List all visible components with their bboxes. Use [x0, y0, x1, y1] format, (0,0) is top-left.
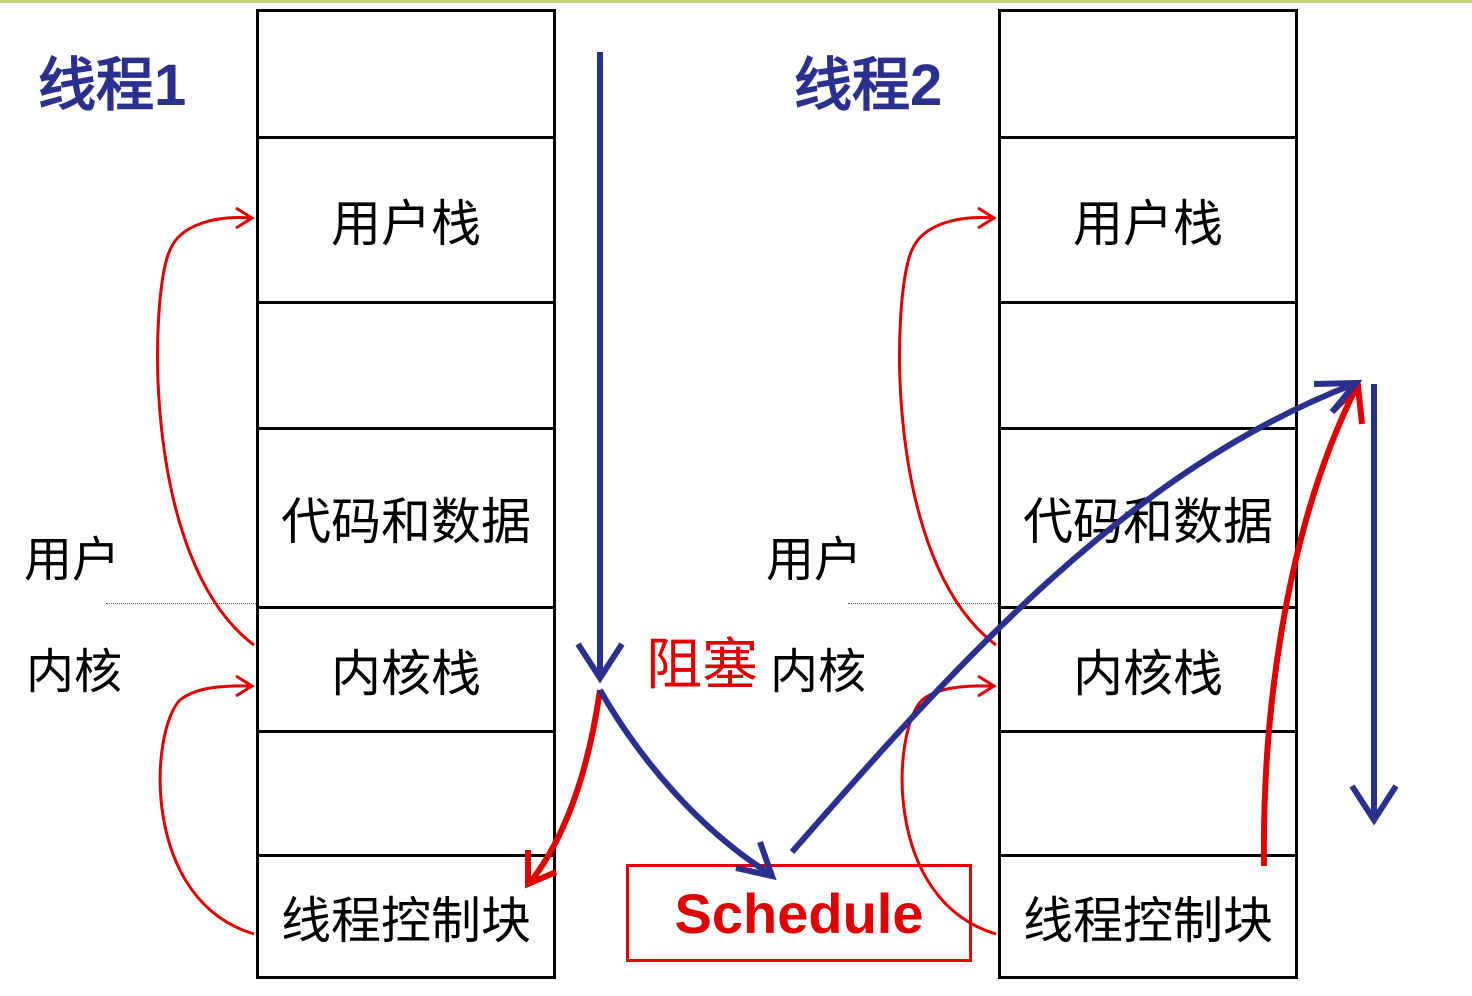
thread1-empty-low	[259, 730, 553, 854]
thread1-user-kernel-divider	[106, 603, 258, 604]
thread2-kernel-to-user-arrowhead	[977, 206, 997, 230]
thread1-title: 线程1	[38, 53, 187, 118]
thread1-user-stack: 用户栈	[259, 136, 553, 301]
thread2-empty-mid	[1001, 301, 1295, 427]
blocked-to-schedule-arrowhead	[735, 841, 777, 881]
thread2-user-label: 用户	[766, 532, 863, 588]
thread1-tcb-to-kernel-arrow	[158, 684, 255, 936]
thread2-title: 线程2	[794, 53, 943, 118]
schedule-box: Schedule	[626, 864, 972, 962]
thread1-code-data: 代码和数据	[259, 427, 553, 606]
thread1-kernel-to-user-arrowhead	[235, 206, 255, 230]
thread1-tcb-to-kernel-arrowhead	[235, 674, 255, 698]
top-rule	[0, 0, 1472, 3]
thread2-kernel-stack: 内核栈	[1001, 606, 1295, 730]
thread2-kernel-label: 内核	[770, 644, 867, 700]
thread2-tcb: 线程控制块	[1001, 854, 1295, 976]
schedule-to-thread2-arrow	[789, 381, 1356, 854]
thread2-user-kernel-divider	[848, 603, 1000, 604]
thread1-empty-mid	[259, 301, 553, 427]
thread1-kernel-label: 内核	[26, 644, 123, 700]
blocked-label: 阻塞	[646, 633, 758, 698]
thread2-tcb-to-kernel-arrow	[900, 684, 997, 936]
thread2-user-stack: 用户栈	[1001, 136, 1295, 301]
thread2-tcb-to-kernel-arrowhead	[977, 674, 997, 698]
thread2-kernel-to-user-arrow	[898, 216, 997, 647]
thread1-execution-arrowhead	[575, 642, 625, 684]
thread1-kernel-stack: 内核栈	[259, 606, 553, 730]
schedule-to-thread2-arrowhead	[1313, 379, 1363, 414]
thread1-save-to-tcb-arrow	[529, 689, 603, 882]
thread1-kernel-to-user-arrow	[156, 216, 255, 647]
blocked-to-schedule-arrow	[597, 688, 772, 877]
thread1-tcb: 线程控制块	[259, 854, 553, 976]
thread2-empty-low	[1001, 730, 1295, 854]
thread1-user-label: 用户	[24, 532, 121, 588]
thread1-save-to-tcb-arrowhead	[525, 850, 558, 889]
thread2-execution-arrowhead	[1349, 784, 1399, 826]
thread2-restore-from-tcb-arrow	[1260, 386, 1359, 867]
thread1-memory-stack: 用户栈 代码和数据 内核栈 线程控制块	[256, 9, 556, 979]
